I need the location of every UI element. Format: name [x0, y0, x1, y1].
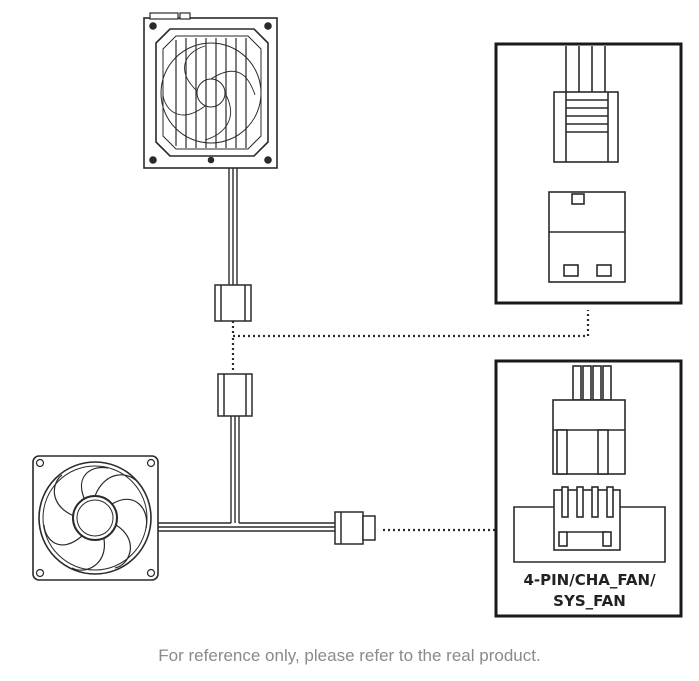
adapter-cable — [158, 416, 335, 532]
psu-cable — [228, 168, 238, 285]
power-supply-unit — [143, 12, 278, 169]
header-label-line1: 4-PIN/CHA_FAN/ — [523, 571, 656, 589]
fan-4pin-connector — [334, 511, 376, 545]
inset-box-molex — [494, 42, 683, 305]
inset-box-4pin — [494, 359, 683, 618]
molex-connector-adapter — [217, 373, 253, 417]
dotted-link-molex — [231, 310, 590, 338]
header-label-line2: SYS_FAN — [553, 592, 626, 610]
case-fan-blades — [43, 466, 148, 571]
molex-connector-top — [214, 284, 252, 322]
reference-caption: For reference only, please refer to the … — [158, 646, 541, 665]
case-fan — [32, 455, 159, 581]
